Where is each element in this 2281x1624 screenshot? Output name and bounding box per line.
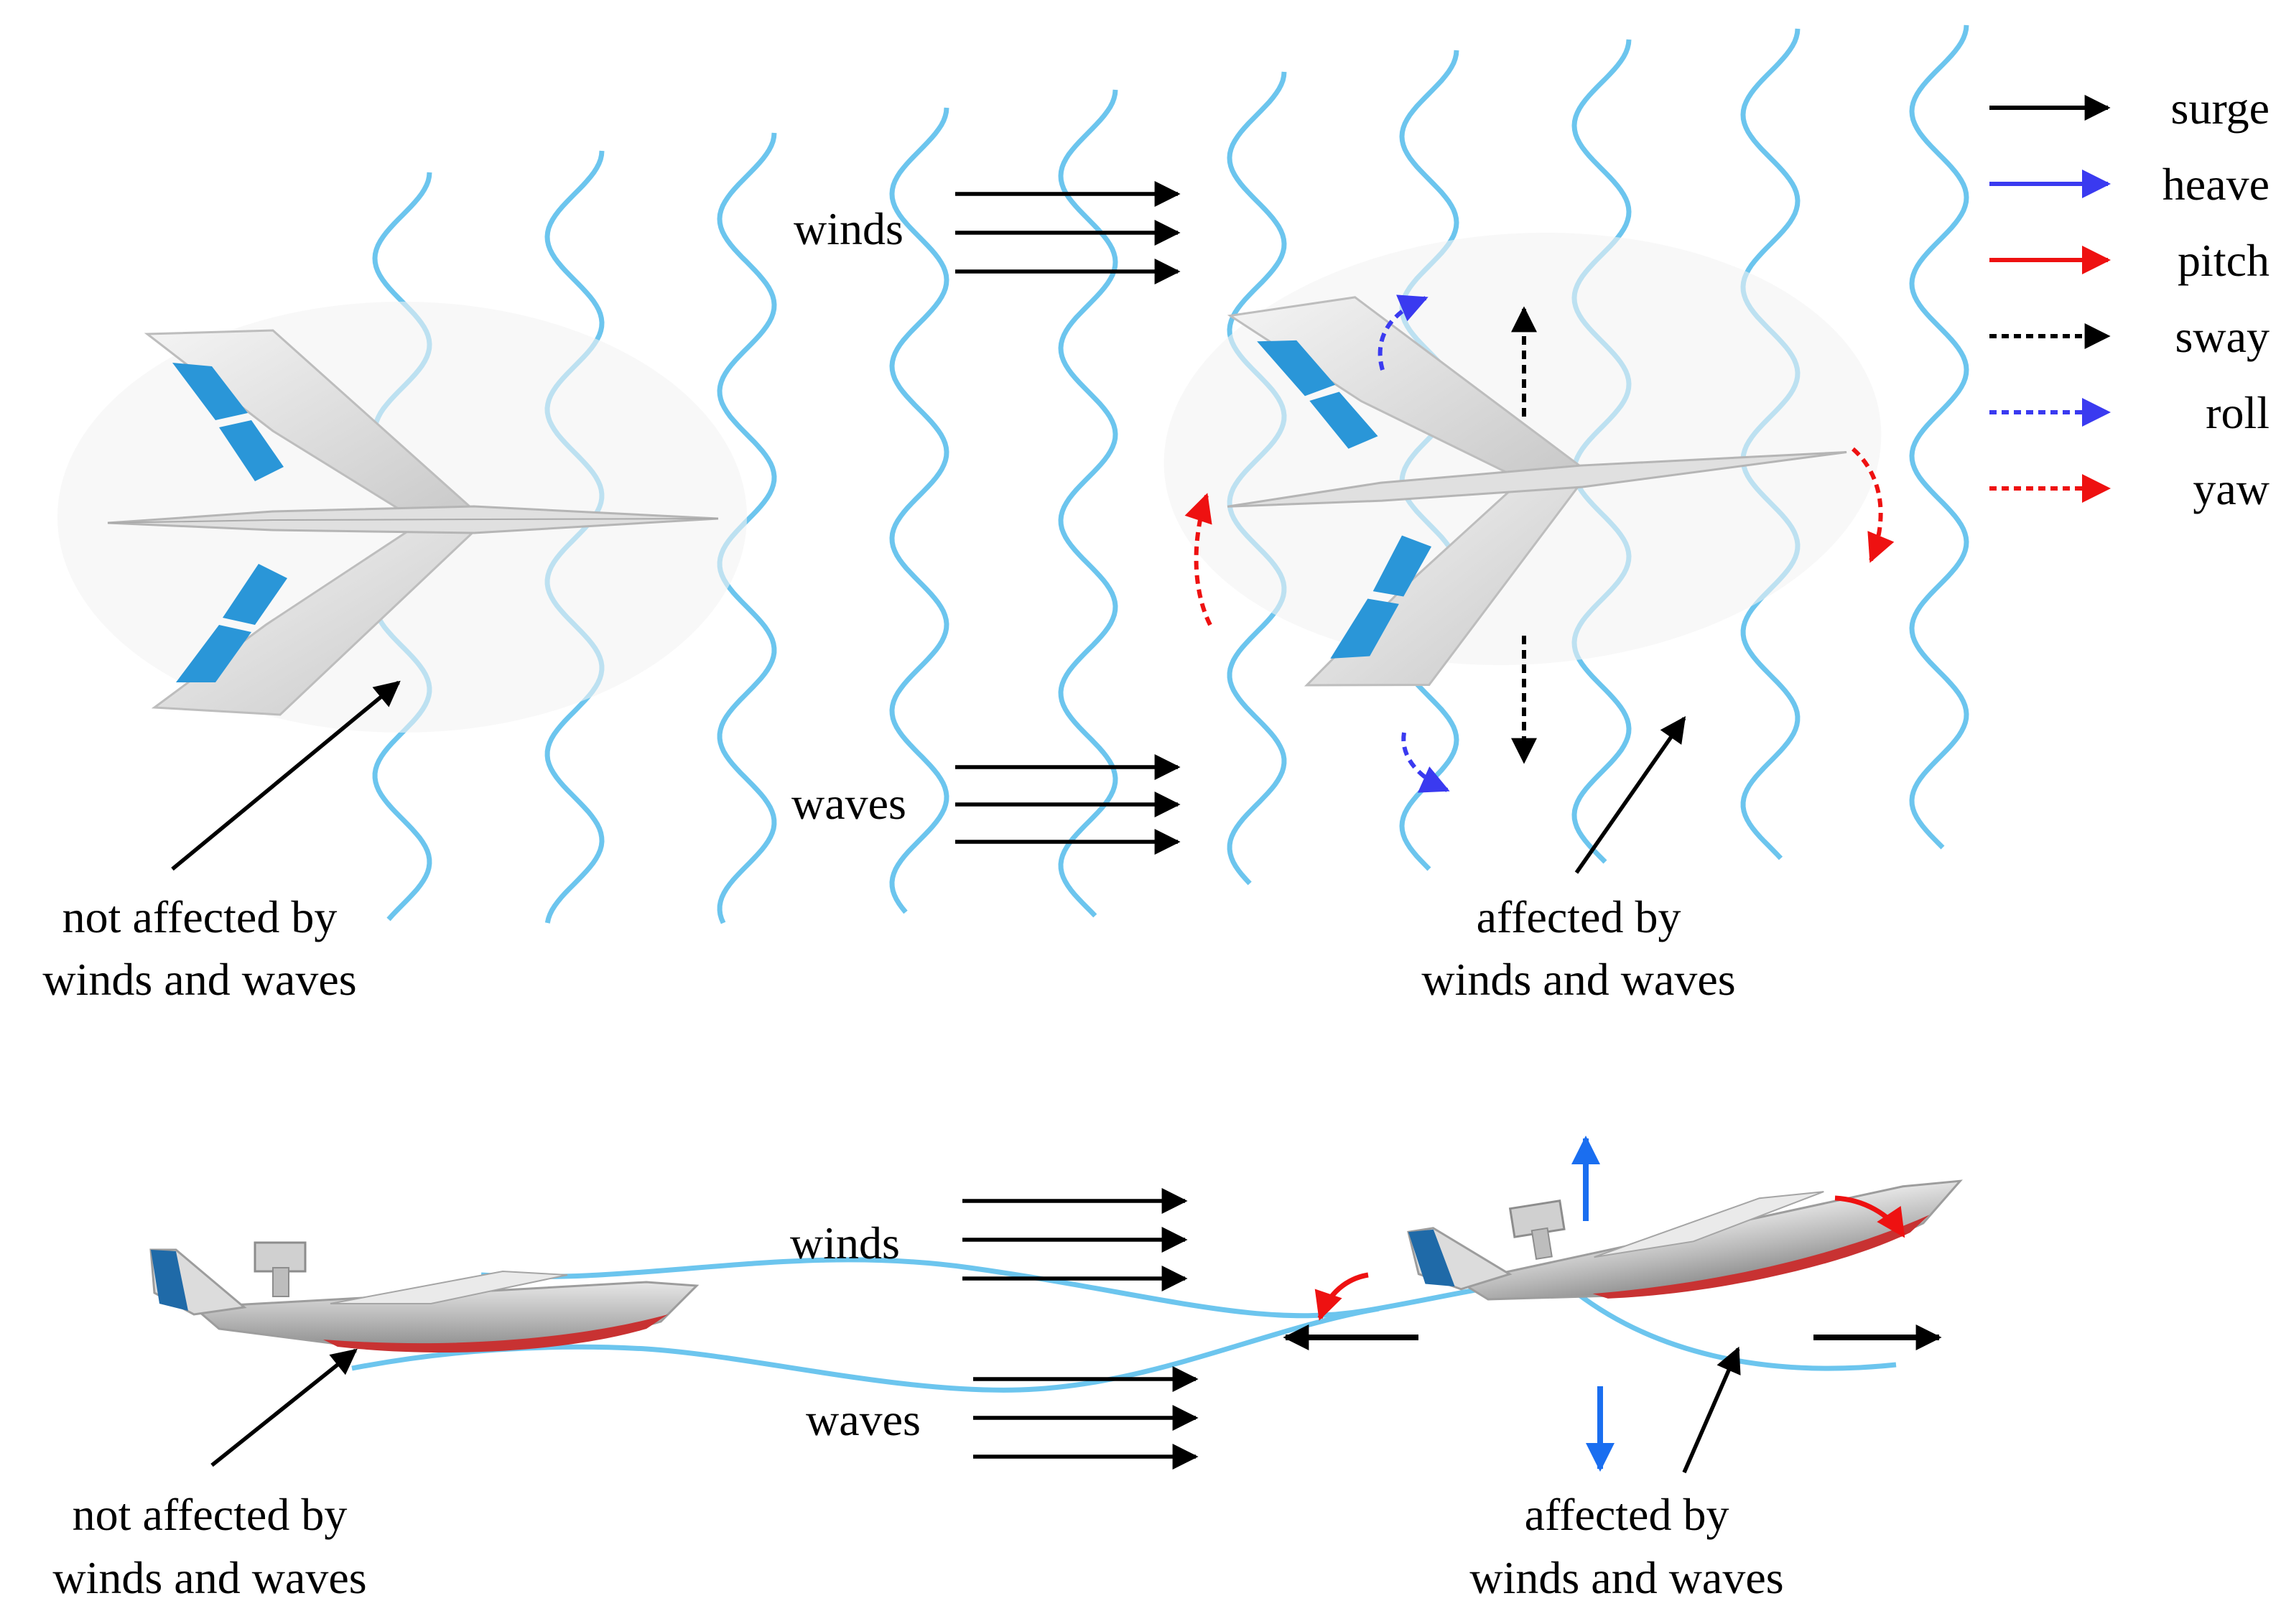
side-waves-label: waves xyxy=(806,1394,921,1445)
side-right-caption-line1: affected by xyxy=(1525,1489,1729,1540)
wave-line xyxy=(1909,24,1969,850)
top-right-pointer xyxy=(1574,716,1686,874)
aircraft-side-view-right xyxy=(1407,1179,1963,1301)
legend-label-yaw: yaw xyxy=(2193,463,2270,514)
top-motion-arrows xyxy=(1184,294,1895,793)
roll-arrow-top xyxy=(1378,294,1428,371)
aircraft-top-view-left xyxy=(57,302,747,733)
top-left-caption-line1: not affected by xyxy=(62,891,338,942)
top-right-caption-line1: affected by xyxy=(1477,891,1681,942)
wave-line xyxy=(1058,89,1118,918)
legend-label-heave: heave xyxy=(2162,159,2270,210)
pitch-arrow-rear xyxy=(1314,1272,1369,1321)
legend: surge heave pitch sway roll yaw xyxy=(1989,83,2270,514)
top-winds-label: winds xyxy=(794,203,903,254)
side-right-caption-line2: winds and waves xyxy=(1469,1552,1783,1603)
aircraft-top-view-right xyxy=(1163,233,1882,687)
side-winds-arrows xyxy=(962,1188,1188,1291)
side-left-caption-line1: not affected by xyxy=(73,1489,348,1540)
top-left-caption-line2: winds and waves xyxy=(42,954,356,1005)
side-waves-arrows xyxy=(973,1366,1199,1470)
top-left-pointer xyxy=(171,680,401,871)
yaw-arrow-left xyxy=(1184,493,1212,626)
side-motion-arrows xyxy=(1283,1136,1942,1472)
top-winds-arrows xyxy=(955,181,1181,284)
side-left-caption-line2: winds and waves xyxy=(52,1552,366,1603)
wave-line xyxy=(889,107,949,914)
top-right-caption-line2: winds and waves xyxy=(1421,954,1735,1005)
yaw-arrow-right xyxy=(1852,447,1895,563)
legend-label-surge: surge xyxy=(2171,83,2270,134)
top-waves-label: waves xyxy=(791,778,906,829)
top-waves-arrows xyxy=(955,754,1181,855)
pitch-arrow-front xyxy=(1834,1195,1905,1238)
legend-label-pitch: pitch xyxy=(2178,235,2270,286)
legend-label-roll: roll xyxy=(2206,387,2270,438)
side-winds-label: winds xyxy=(790,1217,900,1268)
side-right-pointer xyxy=(1682,1346,1741,1474)
side-left-pointer xyxy=(210,1348,358,1467)
roll-arrow-bottom xyxy=(1401,732,1450,793)
legend-label-sway: sway xyxy=(2175,311,2270,362)
aircraft-side-view-left xyxy=(149,1241,700,1352)
